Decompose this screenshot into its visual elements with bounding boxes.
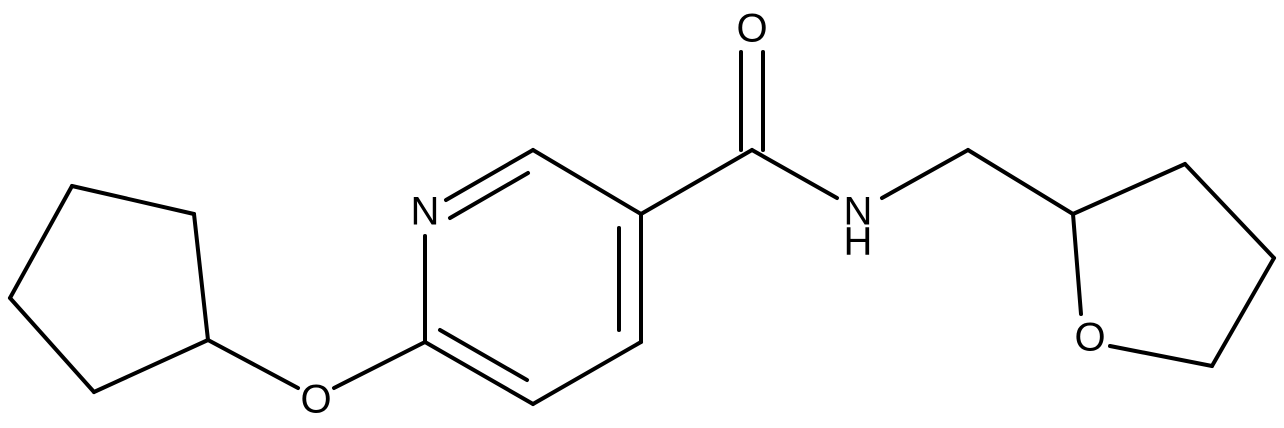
- thf-bond-c4-c5: [1210, 256, 1276, 368]
- thf-bond-c3-c4: [1183, 162, 1276, 260]
- thf-bond-o-c2: [1071, 212, 1083, 316]
- pyridine-bond-n1-c2: [444, 148, 535, 202]
- pyridine-bond-c5-c6: [423, 340, 535, 406]
- pyridine-nitrogen-label: N: [411, 190, 440, 234]
- ether-bond-cyclopentyl: [206, 338, 300, 390]
- ether-bond-pyridine: [332, 340, 427, 390]
- methylene-thf-bond: [966, 148, 1075, 216]
- pyridine-bond-c4-c5: [531, 340, 643, 406]
- thf-oxygen-label: O: [1074, 316, 1105, 360]
- amide-bond-ring-carbonyl: [639, 148, 754, 216]
- pyridine-bond-c5-c6-inner: [438, 328, 529, 382]
- cyclopentyl-bond-2: [192, 212, 210, 342]
- pyridine-bond-n1-c2-inner: [448, 171, 530, 220]
- amide-hydrogen-label: H: [844, 220, 873, 264]
- cyclopentyl-ring: [8, 184, 210, 394]
- cyclopentyl-bond-3: [92, 338, 210, 394]
- amide-group: [639, 50, 970, 216]
- cyclopentyl-bond-5: [8, 184, 74, 300]
- thf-bond-c5-o: [1108, 344, 1214, 368]
- tetrahydrofuranyl-group: [966, 148, 1276, 368]
- carbonyl-oxygen-label: O: [736, 7, 767, 51]
- cyclopentyl-bond-4: [8, 296, 96, 394]
- thf-bond-c2-c3: [1071, 162, 1187, 216]
- amide-bond-carbonyl-nitrogen: [750, 148, 839, 200]
- ether-oxygen-label: O: [300, 378, 331, 422]
- ether-linkage: [206, 338, 427, 390]
- pyridine-ring: [423, 148, 643, 406]
- pyridine-bond-c2-c3: [531, 148, 643, 216]
- amide-bond-nitrogen-methylene: [880, 148, 970, 200]
- cyclopentyl-bond-1: [70, 184, 196, 216]
- amide-nitrogen-label: N: [844, 190, 873, 234]
